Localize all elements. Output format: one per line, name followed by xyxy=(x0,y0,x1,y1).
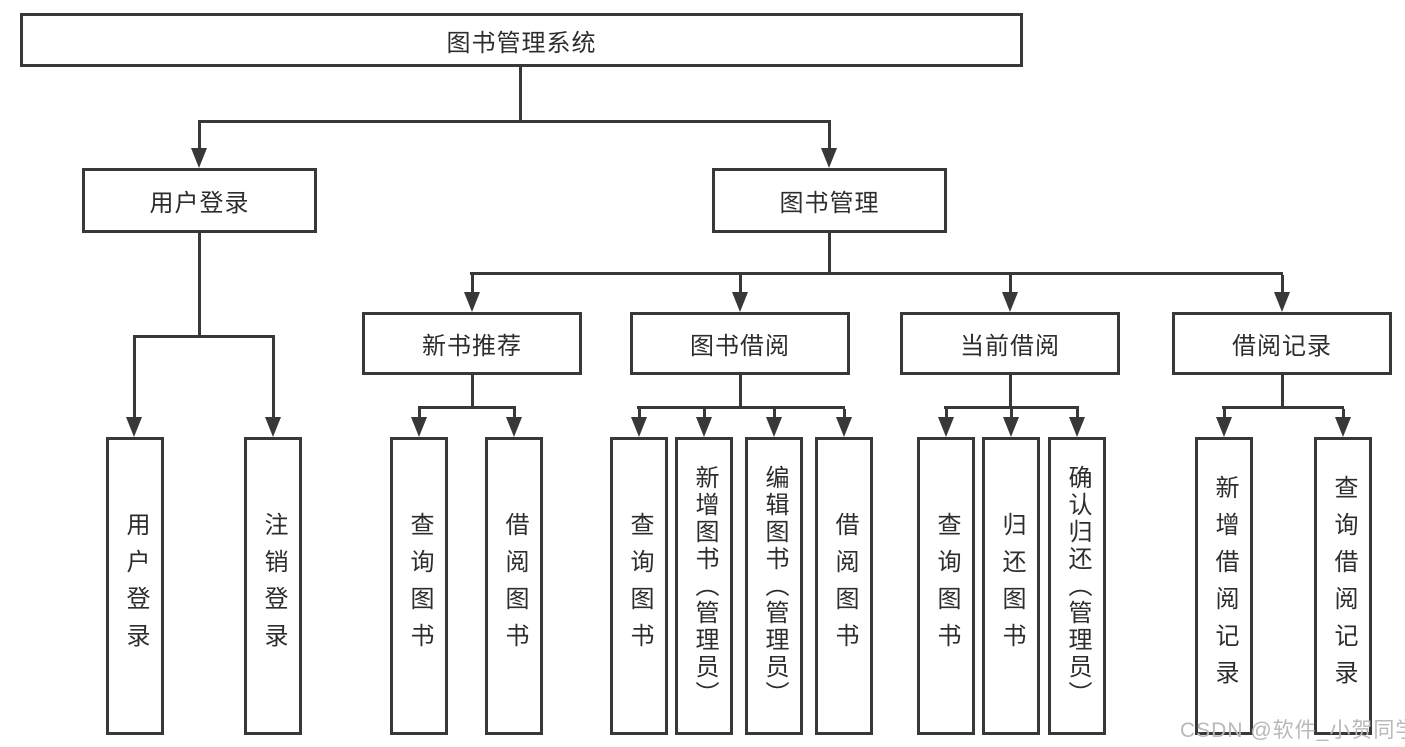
leaf-confirm-return-admin: 确认归还（管理员） xyxy=(1048,437,1106,735)
arrowhead-leaf xyxy=(411,417,427,437)
node-user-login: 用户登录 xyxy=(82,168,317,233)
node-book-management: 图书管理 xyxy=(712,168,947,233)
leaf-label: 查询图书 xyxy=(933,512,960,660)
arrowhead-leaf xyxy=(836,417,852,437)
connector-drop-current-borrow xyxy=(1009,275,1012,294)
leaf-label: 确认归还（管理员） xyxy=(1064,464,1091,708)
arrowhead-leaf xyxy=(696,417,712,437)
node-new-book-recommend: 新书推荐 xyxy=(362,312,582,375)
arrowhead-book-management xyxy=(821,148,837,168)
leaf-label: 归还图书 xyxy=(998,512,1025,660)
arrowhead-leaf xyxy=(1335,417,1351,437)
connector-drop-leaf xyxy=(513,409,516,419)
node-root-library-system: 图书管理系统 xyxy=(20,13,1023,67)
node-label: 借阅记录 xyxy=(1232,333,1332,360)
connector-drop-book-management xyxy=(828,123,831,150)
arrowhead-leaf xyxy=(766,417,782,437)
leaf-add-books-admin: 新增图书（管理员） xyxy=(675,437,733,735)
connector-drop-leaf xyxy=(418,409,421,419)
leaf-query-books-current: 查询图书 xyxy=(917,437,975,735)
connector-borrow-records-stem xyxy=(1281,375,1284,409)
connector-book-borrow-horizontal xyxy=(637,406,845,409)
leaf-label: 新增借阅记录 xyxy=(1211,475,1238,697)
arrowhead-leaf xyxy=(631,417,647,437)
connector-level2-horizontal xyxy=(198,120,831,123)
leaf-label: 借阅图书 xyxy=(831,512,858,660)
connector-drop-leaf xyxy=(773,409,776,419)
leaf-query-books-borrow: 查询图书 xyxy=(610,437,668,735)
arrowhead-new-book xyxy=(464,292,480,312)
leaf-label: 新增图书（管理员） xyxy=(691,464,718,708)
arrowhead-leaf xyxy=(1069,417,1085,437)
connector-drop-leaf xyxy=(1076,409,1079,419)
connector-drop-borrow-records xyxy=(1281,275,1284,294)
connector-drop-leaf xyxy=(703,409,706,419)
arrowhead-logout-leaf xyxy=(265,417,281,437)
node-label: 当前借阅 xyxy=(960,333,1060,360)
leaf-label: 查询图书 xyxy=(406,512,433,660)
connector-drop-leaf xyxy=(1342,409,1345,419)
connector-new-book-horizontal xyxy=(418,406,516,409)
leaf-borrow-books: 借阅图书 xyxy=(815,437,873,735)
arrowhead-leaf xyxy=(938,417,954,437)
connector-drop-logout-leaf xyxy=(272,338,275,417)
leaf-query-books-recommend: 查询图书 xyxy=(390,437,448,735)
arrowhead-leaf xyxy=(1003,417,1019,437)
arrowhead-leaf xyxy=(506,417,522,437)
leaf-label: 借阅图书 xyxy=(501,512,528,660)
node-label: 用户登录 xyxy=(149,190,250,217)
connector-new-book-stem xyxy=(471,375,474,409)
node-borrow-records: 借阅记录 xyxy=(1172,312,1392,375)
connector-root-stem xyxy=(519,67,522,123)
leaf-label: 注销登录 xyxy=(260,512,287,660)
node-label: 新书推荐 xyxy=(422,333,522,360)
arrowhead-user-login xyxy=(191,148,207,168)
connector-drop-login-leaf xyxy=(133,338,136,417)
connector-drop-new-book xyxy=(471,275,474,294)
node-label: 图书管理 xyxy=(779,190,880,217)
arrowhead-borrow-records xyxy=(1274,292,1290,312)
leaf-label: 编辑图书（管理员） xyxy=(761,464,788,708)
node-label: 图书借阅 xyxy=(690,333,790,360)
arrowhead-leaf xyxy=(1216,417,1232,437)
leaf-borrow-books-recommend: 借阅图书 xyxy=(485,437,543,735)
arrowhead-book-borrow xyxy=(732,292,748,312)
node-label: 图书管理系统 xyxy=(446,29,597,57)
connector-user-login-stem xyxy=(198,233,201,337)
node-current-borrow: 当前借阅 xyxy=(900,312,1120,375)
connector-drop-leaf xyxy=(1010,409,1013,419)
leaf-logout: 注销登录 xyxy=(244,437,302,735)
connector-book-borrow-stem xyxy=(739,375,742,409)
connector-drop-leaf xyxy=(1223,409,1226,419)
connector-user-login-horizontal xyxy=(133,335,275,338)
connector-drop-leaf xyxy=(843,409,846,419)
arrowhead-login-leaf xyxy=(126,417,142,437)
leaf-user-login: 用户登录 xyxy=(106,437,164,735)
connector-drop-book-borrow xyxy=(739,275,742,294)
leaf-label: 查询借阅记录 xyxy=(1330,475,1357,697)
leaf-query-borrow-record: 查询借阅记录 xyxy=(1314,437,1372,735)
connector-drop-leaf xyxy=(945,409,948,419)
leaf-edit-books-admin: 编辑图书（管理员） xyxy=(745,437,803,735)
connector-book-management-stem xyxy=(828,232,831,275)
connector-drop-leaf xyxy=(638,409,641,419)
csdn-watermark: CSDN @软件_小贺同学 xyxy=(1180,719,1405,742)
leaf-label: 查询图书 xyxy=(626,512,653,660)
connector-level3-horizontal xyxy=(470,272,1283,275)
connector-borrow-records-horizontal xyxy=(1222,406,1344,409)
connector-drop-user-login xyxy=(198,123,201,150)
connector-current-borrow-horizontal xyxy=(944,406,1079,409)
leaf-return-books: 归还图书 xyxy=(982,437,1040,735)
node-book-borrow: 图书借阅 xyxy=(630,312,850,375)
arrowhead-current-borrow xyxy=(1002,292,1018,312)
leaf-label: 用户登录 xyxy=(122,512,149,660)
connector-current-borrow-stem xyxy=(1009,375,1012,409)
leaf-add-borrow-record: 新增借阅记录 xyxy=(1195,437,1253,735)
